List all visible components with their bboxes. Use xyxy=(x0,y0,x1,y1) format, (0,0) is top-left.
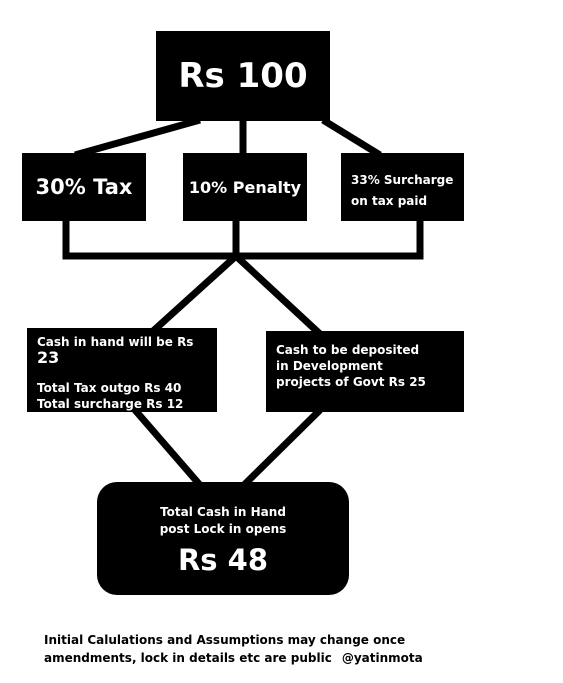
cash-in-hand-box: Cash in hand will be Rs 23 Total Tax out… xyxy=(27,328,217,412)
footer-line1: Initial Calulations and Assumptions may … xyxy=(44,633,406,647)
total-cash-line1: Total Cash in Hand xyxy=(160,505,286,519)
connector-to-cash-hand xyxy=(149,253,239,335)
deposit-line2: in Development xyxy=(276,359,383,373)
surcharge-label-line2: on tax paid xyxy=(351,194,428,208)
deposit-box: Cash to be deposited in Development proj… xyxy=(266,331,464,412)
deposit-line3: projects of Govt Rs 25 xyxy=(276,375,426,389)
tax-label: 30% Tax xyxy=(35,175,133,199)
cash-in-hand-value: 23 xyxy=(37,348,60,367)
surcharge-box: 33% Surcharge on tax paid xyxy=(341,153,464,221)
connector-root-to-surcharge xyxy=(321,117,382,158)
footer-line2: amendments, lock in details etc are publ… xyxy=(44,651,332,665)
total-surcharge: Total surcharge Rs 12 xyxy=(37,397,184,411)
footer-note: Initial Calulations and Assumptions may … xyxy=(44,631,514,667)
connector-root-to-tax xyxy=(74,116,201,159)
total-tax-outgo: Total Tax outgo Rs 40 xyxy=(37,381,182,395)
author-handle: @yatinmota xyxy=(341,651,423,665)
surcharge-label-line1: 33% Surcharge xyxy=(351,173,454,187)
cash-in-hand-line1: Cash in hand will be Rs 23 xyxy=(37,334,217,367)
penalty-label: 10% Penalty xyxy=(188,177,302,197)
connector-cash-hand-to-total xyxy=(132,407,203,488)
root-amount-label: Rs 100 xyxy=(178,56,308,96)
deposit-line1: Cash to be deposited xyxy=(276,343,420,357)
connector-to-deposit xyxy=(233,253,323,337)
total-cash-box: Total Cash in Hand post Lock in opens Rs… xyxy=(97,482,349,595)
total-cash-amount: Rs 48 xyxy=(177,543,269,577)
connector-deposit-to-total xyxy=(241,407,323,488)
tax-box: 30% Tax xyxy=(22,153,146,221)
penalty-box: 10% Penalty xyxy=(183,153,307,221)
total-cash-line2: post Lock in opens xyxy=(159,522,287,536)
cash-in-hand-prefix: Cash in hand will be Rs xyxy=(37,335,194,349)
connector-collector-bracket xyxy=(62,220,424,260)
root-amount-box: Rs 100 xyxy=(156,31,330,121)
